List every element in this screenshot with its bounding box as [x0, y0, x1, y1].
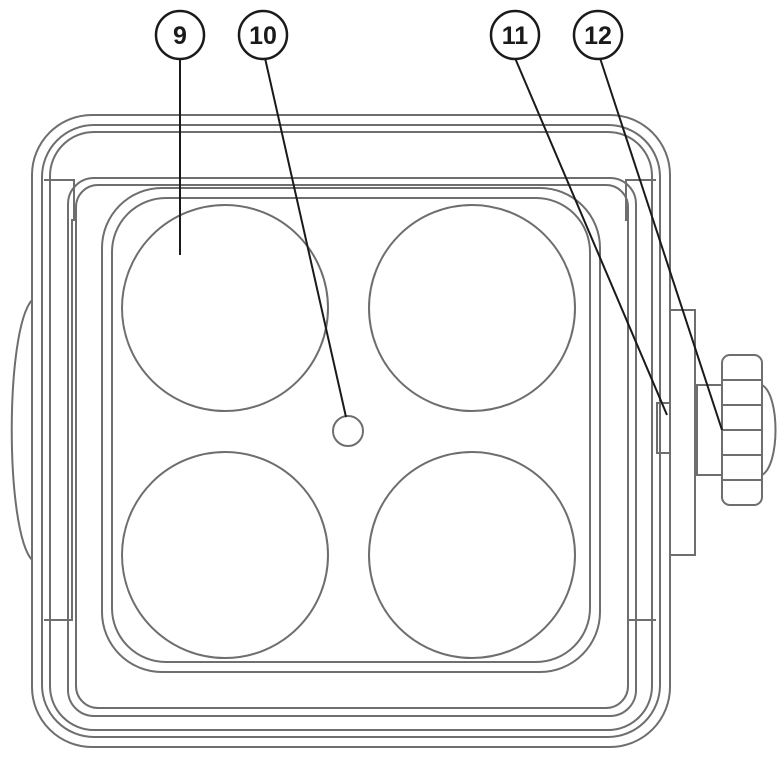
housing-outer [31, 114, 671, 748]
knob-cap [761, 384, 777, 476]
mount-plate [669, 309, 696, 556]
lens-panel [101, 187, 601, 673]
callout-11: 11 [489, 9, 541, 61]
right-clip [625, 179, 656, 621]
knob-collar [696, 384, 723, 476]
leader-line-10 [264, 57, 347, 418]
lens-top-left [121, 204, 329, 412]
callout-12: 12 [572, 9, 624, 61]
front-frame [67, 177, 637, 717]
left-clip [44, 179, 75, 621]
lens-top-right [368, 204, 576, 412]
callout-10-label: 10 [249, 22, 277, 50]
housing-rim [49, 131, 653, 731]
leader-line-11 [514, 57, 668, 416]
callout-10: 10 [237, 9, 289, 61]
housing-inner [41, 124, 661, 738]
lens-bottom-left [121, 451, 329, 659]
front-frame-inner [75, 184, 629, 709]
lens-panel-inner [111, 197, 591, 663]
left-bulge [10, 299, 33, 561]
callout-9: 9 [154, 9, 206, 61]
callout-9-label: 9 [173, 22, 187, 50]
callout-11-label: 11 [502, 22, 529, 50]
callout-12-label: 12 [584, 22, 612, 50]
leader-line-12 [599, 57, 723, 431]
mount-tab [656, 402, 671, 454]
center-sensor [332, 415, 364, 447]
lens-bottom-right [368, 451, 576, 659]
